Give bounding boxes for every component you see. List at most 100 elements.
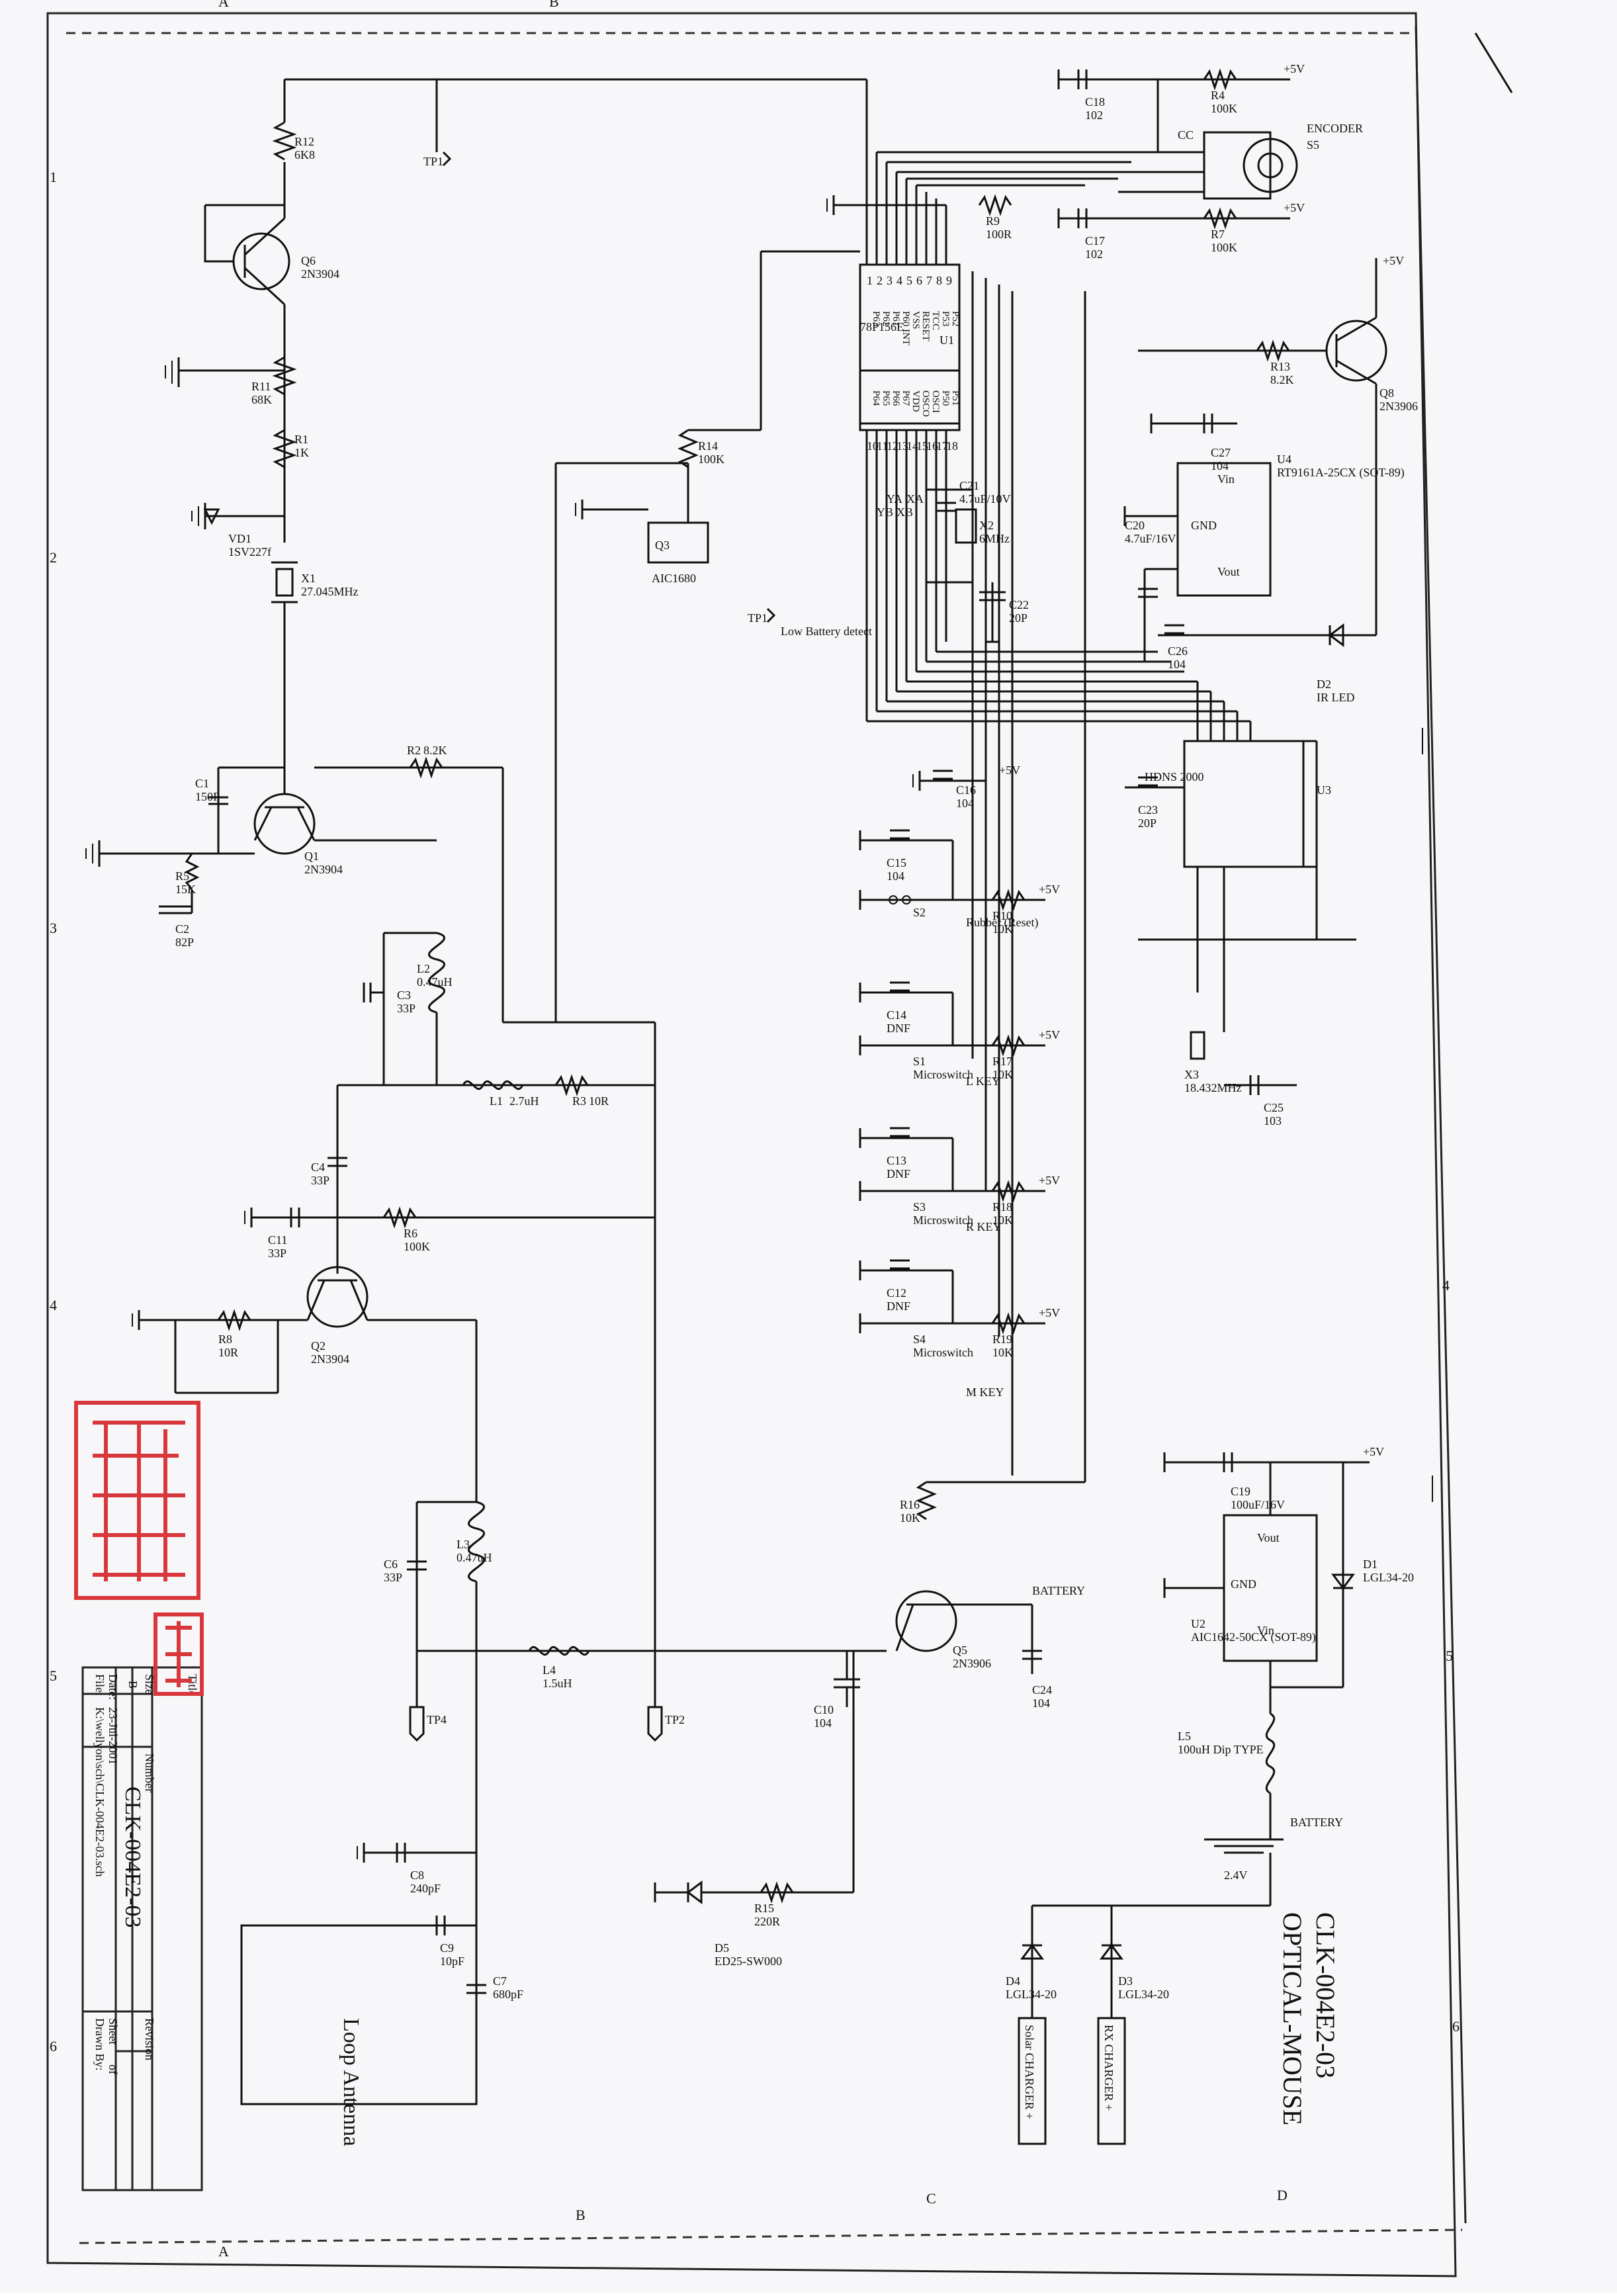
l5-ref: L5 <box>1178 1730 1191 1743</box>
u4-vout: Vout <box>1217 565 1240 578</box>
c27-ref: C27 <box>1211 446 1231 459</box>
q6-ref: Q6 <box>301 254 316 267</box>
plus5v-r17: +5V <box>1039 1028 1060 1041</box>
u1-pin-l1: 1 <box>867 274 873 287</box>
q6-part: 2N3904 <box>301 267 339 281</box>
u1-sig-ya: YA <box>887 492 902 506</box>
plus5v-q8: +5V <box>1383 254 1404 267</box>
battery-value: 2.4V <box>1224 1869 1248 1882</box>
file-value: K:\wellyon\sch\CLK-004E2-03.sch <box>93 1707 107 1877</box>
u4-ref: U4 <box>1277 453 1291 466</box>
c23-value: 20P <box>1009 611 1027 625</box>
c17-value: 102 <box>1085 247 1103 261</box>
u1-pin-r11: 11 <box>877 439 888 453</box>
s1-ref: S1 <box>913 1055 926 1068</box>
u1-left-pin-names: P52 P53 TCC RESET VSS P60 INT P61 P62 P6… <box>871 311 961 417</box>
c12-value: DNF <box>887 1300 910 1313</box>
vd1-ref: VD1 <box>228 532 251 545</box>
r11-ref: R11 <box>251 380 271 393</box>
c24-ref: C24 <box>1032 1683 1052 1697</box>
s3-label: Microswitch <box>913 1214 973 1227</box>
u3-ref: U3 <box>1317 783 1331 797</box>
r14-value: 100K <box>698 453 724 466</box>
s5-label: ENCODER <box>1307 122 1363 135</box>
x3-ref: X3 <box>1184 1068 1199 1081</box>
r7-value: 100K <box>1211 241 1237 254</box>
x1-value: 27.045MHz <box>301 585 359 598</box>
r-key-label: R KEY <box>966 1220 1002 1233</box>
u2-part: AIC1642-50CX (SOT-89) <box>1191 1630 1316 1644</box>
c1-value: 150P <box>195 790 220 803</box>
c17-ref: C17 <box>1085 234 1105 247</box>
border-col-6: 6 <box>50 2038 57 2054</box>
x1-ref: X1 <box>301 572 316 585</box>
border-row-labels: A B A B C D <box>218 0 1288 2260</box>
border-col-6-right: 6 <box>1452 2018 1460 2035</box>
border-row-d-bottom: D <box>1277 2187 1288 2203</box>
u1-pin-l7: 7 <box>926 274 932 287</box>
u1-pinname-l7: P61 <box>891 311 901 326</box>
d1-ref: D1 <box>1363 1558 1377 1571</box>
u1-pin-l3: 3 <box>887 274 893 287</box>
main-title-line2: OPTICAL-MOUSE <box>1278 1912 1307 2125</box>
r15-value: 220R <box>754 1915 780 1928</box>
r2-value: 8.2K <box>423 744 447 757</box>
border-col-5: 5 <box>50 1667 57 1684</box>
border-col-2: 2 <box>50 549 57 566</box>
u1-pinname-l5: VSS <box>910 311 921 330</box>
q2-ref: Q2 <box>311 1339 326 1352</box>
r1-ref: R1 <box>294 433 308 446</box>
q2-part: 2N3904 <box>311 1352 349 1366</box>
c15-value: 104 <box>887 869 904 883</box>
u1-pinname-r3: OSCI <box>930 390 941 413</box>
d3-value: LGL34-20 <box>1118 1988 1169 2001</box>
s3-ref: S3 <box>913 1200 926 1214</box>
u1-pinname-l8: P62 <box>881 311 891 326</box>
u3-sensor: U3 HDNS 2000 C23 20P X3 18.432MHz C25 10… <box>1125 682 1356 1127</box>
u1-pin-l4: 4 <box>896 274 902 287</box>
c10-value: 104 <box>814 1716 832 1730</box>
c14-value: DNF <box>887 1022 910 1035</box>
q1-part: 2N3904 <box>304 863 343 876</box>
tp2-ref: TP2 <box>665 1713 685 1726</box>
u2-gnd: GND <box>1231 1577 1256 1591</box>
r17-ref: R17 <box>992 1055 1012 1068</box>
d5-value: ED25-SW000 <box>715 1955 782 1968</box>
r7-ref: R7 <box>1211 228 1225 241</box>
x2-ref: X2 <box>979 519 994 532</box>
main-title: CLK-004E2-03 OPTICAL-MOUSE <box>1278 1912 1340 2125</box>
d3-ref: D3 <box>1118 1974 1133 1988</box>
r19-value: 10K <box>992 1346 1013 1359</box>
u1-microcontroller: U1 78P156E 1 2 3 4 5 6 7 8 9 P52 P53 TCC… <box>760 79 1250 1476</box>
s2-label: Rubber (Reset) <box>966 916 1038 930</box>
c10-ref: C10 <box>814 1703 834 1716</box>
r16-value: 10K <box>900 1511 920 1524</box>
corner-mark <box>1474 32 1513 93</box>
number-value: CLK-004E2-03 <box>120 1787 145 1927</box>
c4-value: 33P <box>311 1174 329 1187</box>
c21-value: 20P <box>1138 817 1157 830</box>
s4-label: Microswitch <box>913 1346 973 1359</box>
l3-ref: L3 <box>457 1538 470 1551</box>
c19-ref: C19 <box>1231 1485 1250 1498</box>
u1-sig-yb: YB <box>877 506 893 519</box>
r4-value: 100K <box>1211 102 1237 115</box>
l2-ref: L2 <box>417 962 430 975</box>
c20-ref: C20 <box>1125 519 1145 532</box>
r8-ref: R8 <box>218 1333 232 1346</box>
c12-ref: C12 <box>887 1286 906 1300</box>
u1-pinname-r6: P67 <box>900 390 911 406</box>
u1-pinname-r7: P66 <box>891 390 901 406</box>
s1-label: Microswitch <box>913 1068 973 1081</box>
c8-ref: C8 <box>410 1869 424 1882</box>
q5-part: 2N3906 <box>953 1657 991 1670</box>
u1-pinname-r4: OSCO <box>920 390 931 417</box>
u1-pinname-r2: P50 <box>940 390 951 406</box>
u1-part: 78P156E <box>860 320 904 333</box>
r11-value: 68K <box>251 393 272 406</box>
r15-ref: R15 <box>754 1902 774 1915</box>
u2-ref: U2 <box>1191 1617 1205 1630</box>
plus5v-r4: +5V <box>1284 62 1305 75</box>
c18-ref: C18 <box>1085 95 1105 109</box>
u1-pin-l2: 2 <box>877 274 883 287</box>
